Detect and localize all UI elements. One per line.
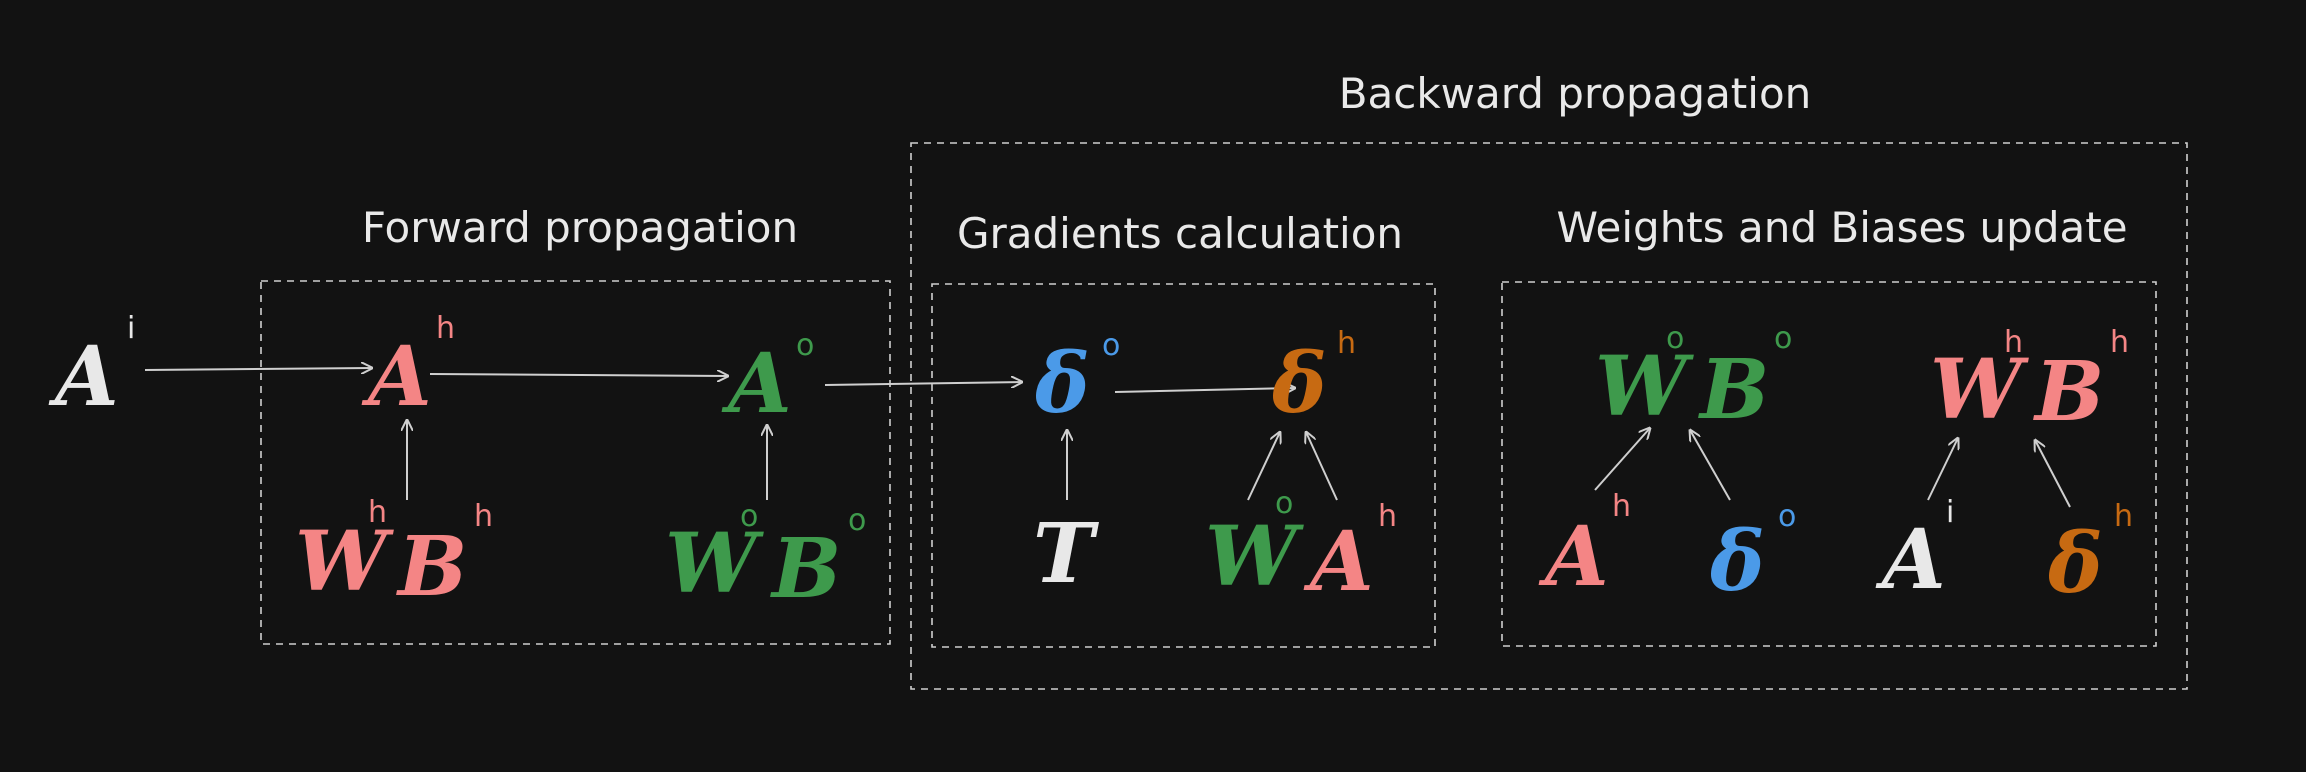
forward-propagation-title: Forward propagation: [362, 203, 798, 252]
forward-propagation-box: [260, 280, 891, 645]
arrow-delta-output-to-delta-hidden: [1114, 388, 1295, 392]
arrow-input-to-hidden: [144, 368, 372, 370]
svg-text:h: h: [436, 311, 455, 346]
symbol-w-output-update: W o: [1595, 321, 1694, 435]
symbol-w-hidden-update: W h: [1930, 325, 2029, 438]
symbol-b-hidden-forward: B h: [396, 499, 493, 615]
backward-propagation-title: Backward propagation: [1339, 69, 1812, 118]
svg-text:i: i: [1946, 495, 1954, 530]
svg-text:W: W: [1205, 509, 1304, 605]
symbol-b-output-update: B o: [1698, 321, 1792, 438]
svg-text:o: o: [796, 328, 814, 363]
symbol-w-hidden-forward: W h: [295, 495, 394, 610]
symbol-delta-output: δ o: [1034, 328, 1120, 432]
arrow-hidden-to-output: [429, 374, 728, 376]
svg-text:o: o: [1102, 328, 1120, 363]
svg-text:B: B: [1698, 342, 1769, 438]
svg-text:W: W: [295, 514, 394, 610]
symbol-w-output-forward: W o: [665, 499, 764, 612]
gradients-calculation-box: [931, 283, 1436, 648]
arrow-delta-hidden-to-b-hidden: [2035, 440, 2071, 508]
svg-text:h: h: [474, 499, 493, 534]
svg-text:A: A: [1303, 514, 1374, 610]
gradients-calculation-title: Gradients calculation: [957, 209, 1403, 258]
svg-text:B: B: [2033, 344, 2104, 440]
svg-text:o: o: [740, 499, 758, 534]
svg-text:B: B: [396, 519, 467, 615]
svg-text:W: W: [665, 516, 764, 612]
svg-text:o: o: [1774, 321, 1792, 356]
backward-propagation-box: [910, 142, 2188, 690]
symbol-delta-hidden: δ h: [1271, 326, 1356, 432]
svg-text:A: A: [48, 329, 119, 425]
symbol-b-hidden-update: B h: [2033, 325, 2129, 440]
svg-text:W: W: [1930, 342, 2029, 438]
symbol-w-output-gradient: W o: [1205, 486, 1304, 605]
svg-text:A: A: [721, 336, 792, 432]
symbol-a-output: A o: [721, 328, 814, 432]
svg-text:o: o: [848, 503, 866, 538]
weights-biases-update-title: Weights and Biases update: [1556, 203, 2127, 252]
svg-text:δ: δ: [1709, 514, 1765, 610]
svg-text:h: h: [1378, 499, 1397, 534]
svg-text:h: h: [2004, 325, 2023, 360]
symbol-a-hidden-gradient: A h: [1303, 499, 1397, 610]
arrow-a-hidden-to-delta-hidden: [1306, 432, 1338, 501]
weights-biases-update-box: [1501, 281, 2157, 647]
arrow-a-input-to-w-hidden: [1927, 438, 1958, 501]
svg-text:i: i: [127, 311, 135, 346]
symbol-a-input: A i: [48, 311, 135, 425]
svg-text:h: h: [1612, 489, 1631, 524]
symbol-delta-output-update: δ o: [1709, 499, 1796, 610]
svg-text:A: A: [1538, 509, 1609, 605]
svg-text:h: h: [2114, 499, 2133, 534]
symbol-a-hidden-update: A h: [1538, 489, 1631, 605]
symbol-target: T: [1033, 506, 1099, 602]
svg-text:h: h: [2110, 325, 2129, 360]
svg-text:o: o: [1275, 486, 1293, 521]
svg-text:δ: δ: [1034, 336, 1090, 432]
symbol-a-hidden: A h: [361, 311, 455, 425]
symbol-b-output-forward: B o: [770, 503, 866, 617]
svg-text:T: T: [1033, 506, 1099, 602]
svg-text:B: B: [770, 521, 841, 617]
symbol-delta-hidden-update: δ h: [2047, 499, 2133, 612]
arrow-w-output-to-delta-hidden: [1247, 432, 1280, 501]
arrow-output-to-delta-output: [824, 382, 1022, 385]
arrow-a-hidden-to-w-output: [1594, 428, 1650, 491]
arrow-delta-output-to-b-output: [1690, 430, 1731, 501]
svg-text:o: o: [1666, 321, 1684, 356]
symbol-a-input-update: A i: [1875, 495, 1954, 608]
svg-text:o: o: [1778, 499, 1796, 534]
svg-text:δ: δ: [1271, 336, 1327, 432]
svg-text:A: A: [361, 329, 432, 425]
svg-text:A: A: [1875, 512, 1946, 608]
svg-text:h: h: [368, 495, 387, 530]
svg-text:W: W: [1595, 339, 1694, 435]
svg-text:h: h: [1337, 326, 1356, 361]
svg-text:δ: δ: [2047, 516, 2103, 612]
